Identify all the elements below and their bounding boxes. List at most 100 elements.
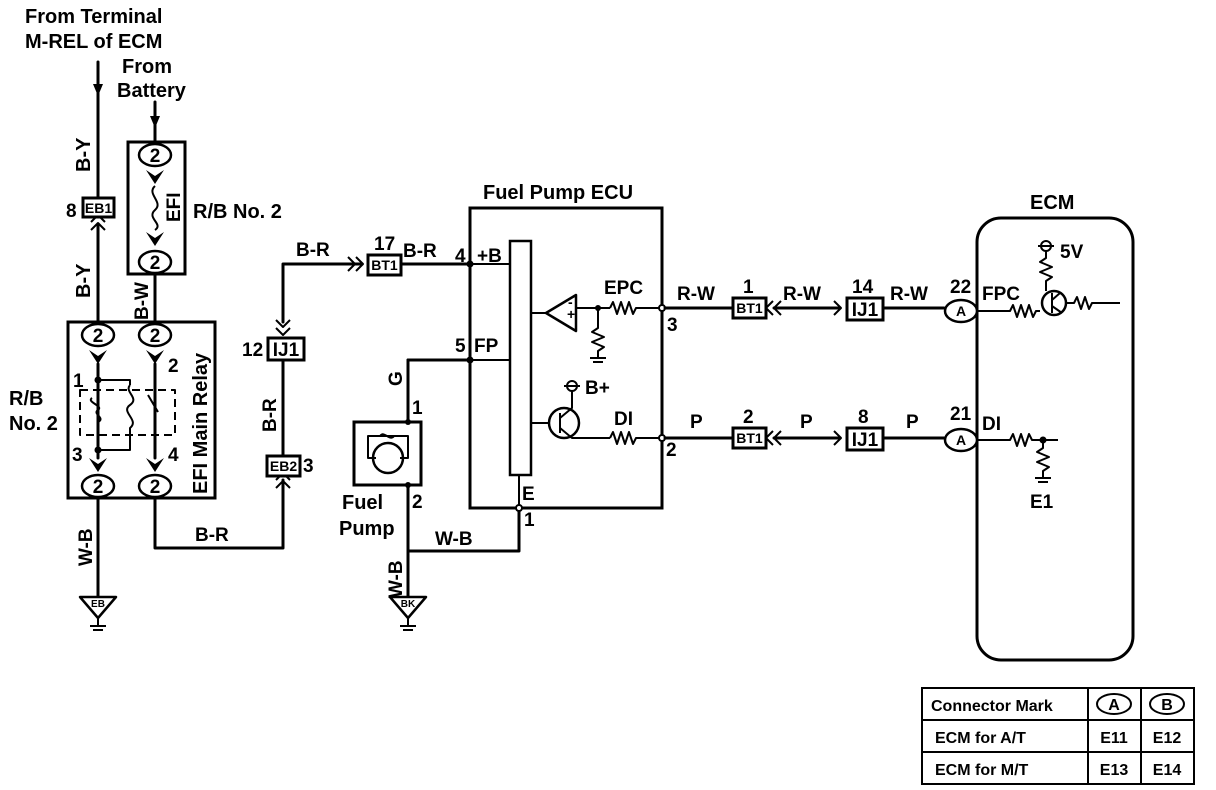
fuel-pump-motor <box>367 433 409 475</box>
relay-pin-4-label: 4 <box>168 445 179 466</box>
svg-text:BT1: BT1 <box>371 257 398 273</box>
by-wire-label-top: B-Y <box>73 137 95 172</box>
fuel-pump-pin-2: 2 <box>412 492 423 513</box>
by-wire-label-bottom: B-Y <box>73 263 95 298</box>
br-wire-label-ecu: B-R <box>403 241 437 262</box>
ecm-pin-22: 22 <box>950 277 971 298</box>
ij1-connector-8: IJ1 <box>852 430 879 451</box>
fuel-pump-ecu-title: Fuel Pump ECU <box>483 182 633 204</box>
table-col-a: A <box>1108 697 1120 714</box>
bw-wire-label: B-W <box>132 282 153 320</box>
eb2-pin-number: 3 <box>303 456 314 477</box>
p-wire <box>663 426 946 452</box>
bt1-connector-2: BT1 <box>736 430 763 446</box>
m-rel-of-ecm-label: M-REL of ECM <box>25 31 162 53</box>
svg-text:2: 2 <box>150 477 161 498</box>
wb-wire-label-vertical: W-B <box>386 560 407 598</box>
relay-pin-2-terminal: 2 <box>137 322 173 348</box>
efi-fuse-label: EFI <box>164 192 185 222</box>
ecm-connector-a-21: A <box>943 427 979 453</box>
svg-text:2: 2 <box>93 477 104 498</box>
table-header: Connector Mark <box>931 698 1053 715</box>
battery-wire <box>150 100 160 144</box>
ecu-plus-b-label: +B <box>477 246 502 267</box>
ecu-pin-5: 5 <box>455 336 466 357</box>
ecm-di-label: DI <box>982 414 1001 435</box>
ecu-pin-4: 4 <box>455 246 466 267</box>
ecu-e-label: E <box>522 484 535 505</box>
ecu-pin-2: 2 <box>666 440 677 461</box>
ecm-pin-21: 21 <box>950 404 972 425</box>
svg-text:EB: EB <box>91 599 105 610</box>
battery-label: Battery <box>117 80 187 102</box>
ecm-5v-label: 5V <box>1060 242 1084 263</box>
ecm-connector-a-22: A <box>943 298 979 324</box>
wb-wire-label-pump: W-B <box>435 529 473 550</box>
svg-text:IJ1: IJ1 <box>273 340 300 361</box>
from-terminal-label: From Terminal <box>25 6 162 28</box>
ecm-fpc-label: FPC <box>982 284 1020 305</box>
svg-text:EB2: EB2 <box>270 458 297 474</box>
svg-text:BK: BK <box>401 599 416 610</box>
ecu-internal-circuit <box>470 239 662 508</box>
relay-pin-3-label: 3 <box>72 445 83 466</box>
br-wire <box>153 256 364 550</box>
svg-text:A: A <box>956 432 966 448</box>
table-cell: E14 <box>1153 762 1182 779</box>
fuel-pump-pin-1: 1 <box>412 398 423 419</box>
eb2-connector: EB2 <box>265 454 302 478</box>
table-row-label: ECM for A/T <box>935 730 1026 747</box>
svg-text:EB1: EB1 <box>85 200 112 216</box>
svg-text:2: 2 <box>150 326 161 347</box>
br-wire-label-bottom: B-R <box>195 525 229 546</box>
opamp-minus: - <box>568 294 573 310</box>
bt1-pin-2: 2 <box>743 407 754 428</box>
table-cell: E11 <box>1100 730 1128 747</box>
relay-pin-2-label: 2 <box>168 356 179 377</box>
ecu-epc-label: EPC <box>604 278 643 299</box>
relay-pin-4-terminal: 2 <box>137 473 173 499</box>
table-cell: E12 <box>1153 730 1182 747</box>
g-wire-label: G <box>386 371 407 386</box>
rw-wire-label-1: R-W <box>677 284 715 305</box>
ij1-connector-12: IJ1 <box>266 336 306 362</box>
eb1-connector: EB1 <box>81 196 116 219</box>
svg-text:2: 2 <box>93 326 104 347</box>
ij1-pin-12: 12 <box>242 340 263 361</box>
relay-pin-1-terminal: 2 <box>80 322 116 348</box>
eb1-pin-number: 8 <box>66 201 77 222</box>
ij1-connector-14: IJ1 <box>852 300 879 321</box>
efi-fuse <box>146 170 164 246</box>
bt1-connector-17: BT1 <box>366 253 403 277</box>
fuse-pin-bottom: 2 <box>137 249 173 275</box>
wb-wire-ecu-ground <box>406 506 521 553</box>
efi-main-relay-label: EFI Main Relay <box>190 352 212 494</box>
ij1-pin-8: 8 <box>858 407 869 428</box>
p-wire-label-3: P <box>906 412 919 433</box>
p-wire-label-1: P <box>690 412 703 433</box>
svg-text:2: 2 <box>150 253 161 274</box>
ecu-pin-3: 3 <box>667 315 678 336</box>
svg-text:2: 2 <box>150 146 161 167</box>
table-row-label: ECM for M/T <box>935 762 1029 779</box>
ecm-title: ECM <box>1030 192 1074 214</box>
ecu-di-label: DI <box>614 409 633 430</box>
fuse-pin-top: 2 <box>137 142 173 168</box>
rb-left-label-line1: R/B <box>9 388 43 410</box>
ecu-b-plus-label: B+ <box>585 378 610 399</box>
fuel-pump-label-line2: Pump <box>339 518 395 540</box>
p-wire-label-2: P <box>800 412 813 433</box>
br-wire-label-vertical: B-R <box>260 398 281 432</box>
relay-pin-1-label: 1 <box>73 371 84 392</box>
from-label: From <box>122 56 172 78</box>
table-cell: E13 <box>1100 762 1129 779</box>
table-col-b: B <box>1161 697 1173 714</box>
ecu-pin-1: 1 <box>524 510 535 531</box>
opamp-plus: + <box>567 306 575 322</box>
by-wire <box>90 60 106 324</box>
rb-no2-label: R/B No. 2 <box>193 201 282 223</box>
ground-eb: EB <box>78 595 118 631</box>
ecm-e1-label: E1 <box>1030 492 1054 513</box>
relay-internal-wiring <box>79 350 176 472</box>
